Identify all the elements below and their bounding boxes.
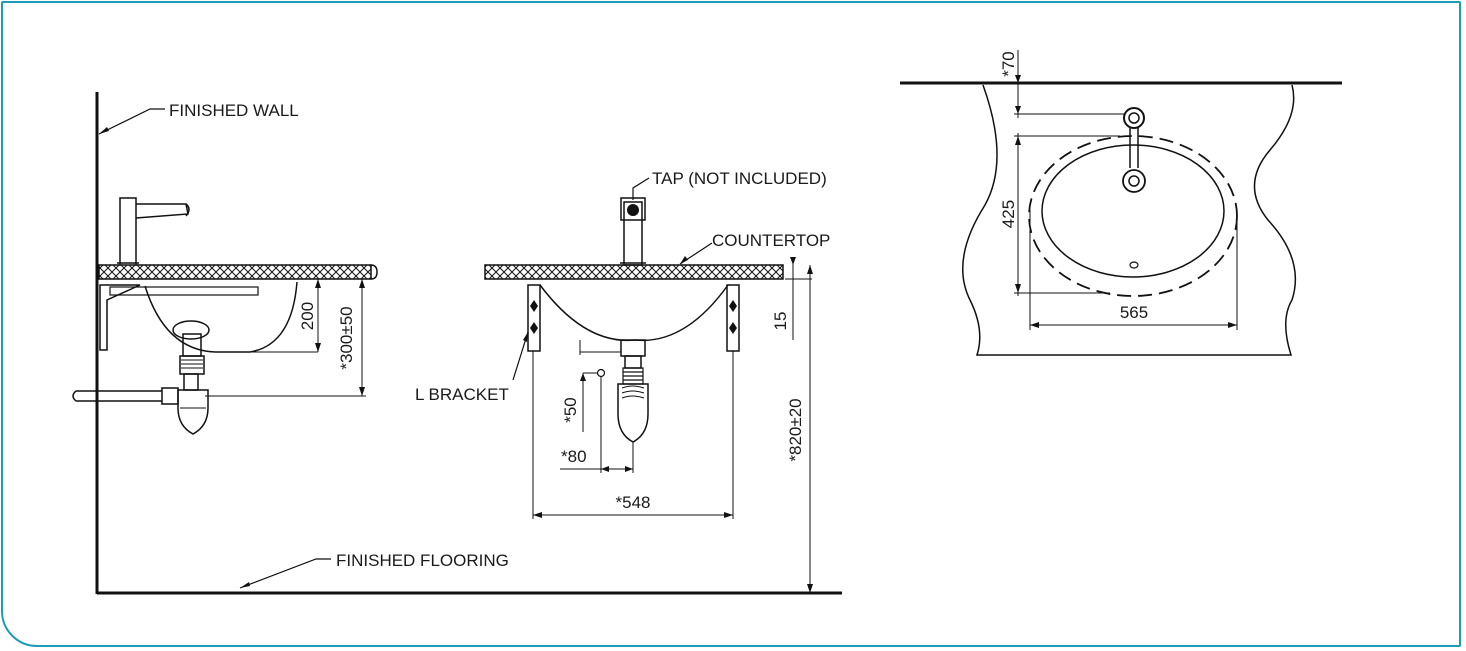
- waste-pipe: [76, 390, 162, 402]
- label-finished-wall: FINISHED WALL: [169, 101, 299, 120]
- label-countertop: COUNTERTOP: [712, 231, 830, 250]
- dim-425: 425: [999, 200, 1018, 228]
- tap-side-body: [119, 197, 137, 265]
- countertop-outline: [961, 84, 1297, 356]
- side-view: FINISHED WALL FINISHED FLOORING 200 *300…: [72, 92, 842, 595]
- dim-565: 565: [1120, 303, 1148, 322]
- tap-top: [1123, 107, 1145, 129]
- dim-15: 15: [771, 312, 790, 331]
- dim-300: *300±50: [337, 306, 356, 369]
- label-finished-flooring: FINISHED FLOORING: [336, 551, 509, 570]
- tap-front: [623, 201, 643, 266]
- bracket-side: [99, 284, 141, 351]
- countertop-front: [484, 264, 784, 280]
- l-bracket-left: [527, 284, 541, 352]
- dim-50: *50: [561, 397, 580, 423]
- basin-bowl: [1041, 144, 1225, 278]
- countertop-side: [98, 264, 372, 280]
- l-bracket-right: [726, 284, 740, 352]
- dim-200: 200: [298, 302, 317, 330]
- basin-cutout-outline: [1028, 135, 1238, 297]
- top-view: *70 425 565: [900, 50, 1342, 356]
- dim-80: *80: [561, 447, 587, 466]
- dim-70: *70: [999, 51, 1018, 77]
- basin-side: [144, 281, 298, 353]
- label-tap: TAP (NOT INCLUDED): [652, 169, 827, 188]
- dim-820: *820±20: [786, 398, 805, 461]
- dim-548: *548: [616, 493, 651, 512]
- basin-front: [539, 284, 729, 342]
- label-l-bracket: L BRACKET: [415, 385, 509, 404]
- front-view: TAP (NOT INCLUDED) COUNTERTOP L BRACKET …: [415, 169, 830, 593]
- drain-hole: [1129, 261, 1139, 269]
